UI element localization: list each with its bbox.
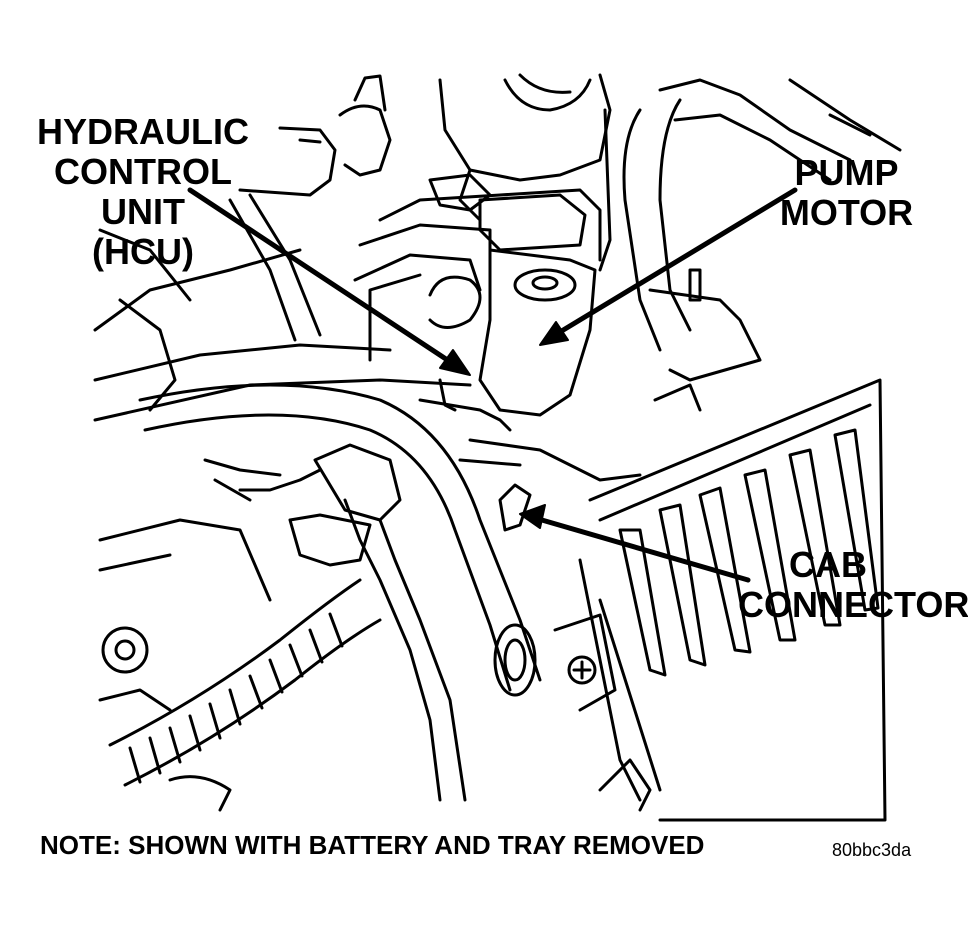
hcu-label-line-3: UNIT [101, 191, 185, 232]
hcu-label-line-4: (HCU) [92, 231, 194, 272]
hcu-assembly [353, 108, 612, 432]
hcu-arrowhead [439, 349, 471, 376]
pump-motor-arrowhead [539, 321, 569, 346]
cab-connector [458, 438, 642, 532]
cab-connector-label-line-1: CAB [789, 544, 867, 585]
pump-motor-callout-label: PUMP MOTOR [774, 153, 919, 233]
air-box [578, 378, 887, 822]
wiring-harness-upper [622, 78, 902, 352]
cab-connector-arrowhead [519, 504, 546, 529]
figure-code: 80bbc3da [832, 840, 912, 860]
hcu-label-line-1: HYDRAULIC [37, 111, 249, 152]
pump-motor-label-line-1: PUMP [794, 152, 899, 193]
hcu-callout-label: HYDRAULIC CONTROL UNIT (HCU) [30, 112, 256, 272]
leader-arrows [187, 187, 798, 583]
cab-connector-leader-line [532, 515, 751, 583]
pump-motor-leader-line [552, 187, 798, 338]
engine-block [98, 518, 272, 812]
stud-bracket [648, 268, 762, 412]
figure-note: NOTE: SHOWN WITH BATTERY AND TRAY REMOVE… [40, 830, 705, 860]
cab-connector-label-line-2: CONNECTOR [738, 584, 968, 625]
cab-connector-callout-label: CAB CONNECTOR [738, 544, 968, 625]
brake-reservoir [438, 73, 612, 222]
wiring-loom-lower [108, 513, 382, 787]
hcu-label-line-2: CONTROL [54, 151, 232, 192]
lower-right-parts [553, 613, 652, 812]
pump-motor-label-line-2: MOTOR [779, 192, 914, 233]
crossing-tube [138, 383, 542, 697]
hcu-leader-line [187, 187, 458, 368]
hose-fitting [203, 443, 467, 802]
